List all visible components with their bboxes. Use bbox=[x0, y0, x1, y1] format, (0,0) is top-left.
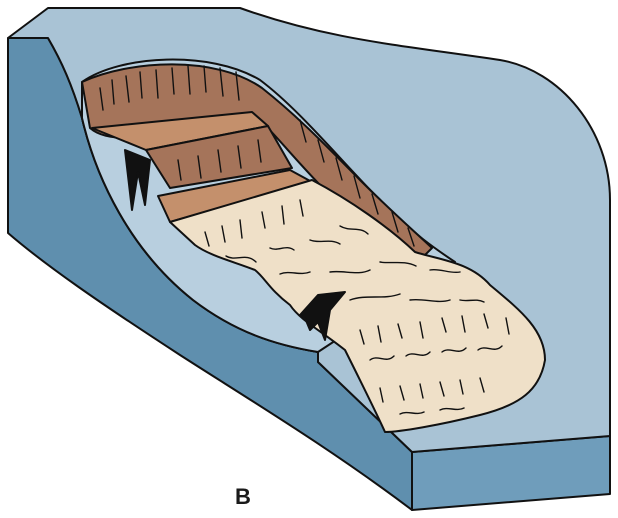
panel-label: B bbox=[235, 484, 275, 510]
